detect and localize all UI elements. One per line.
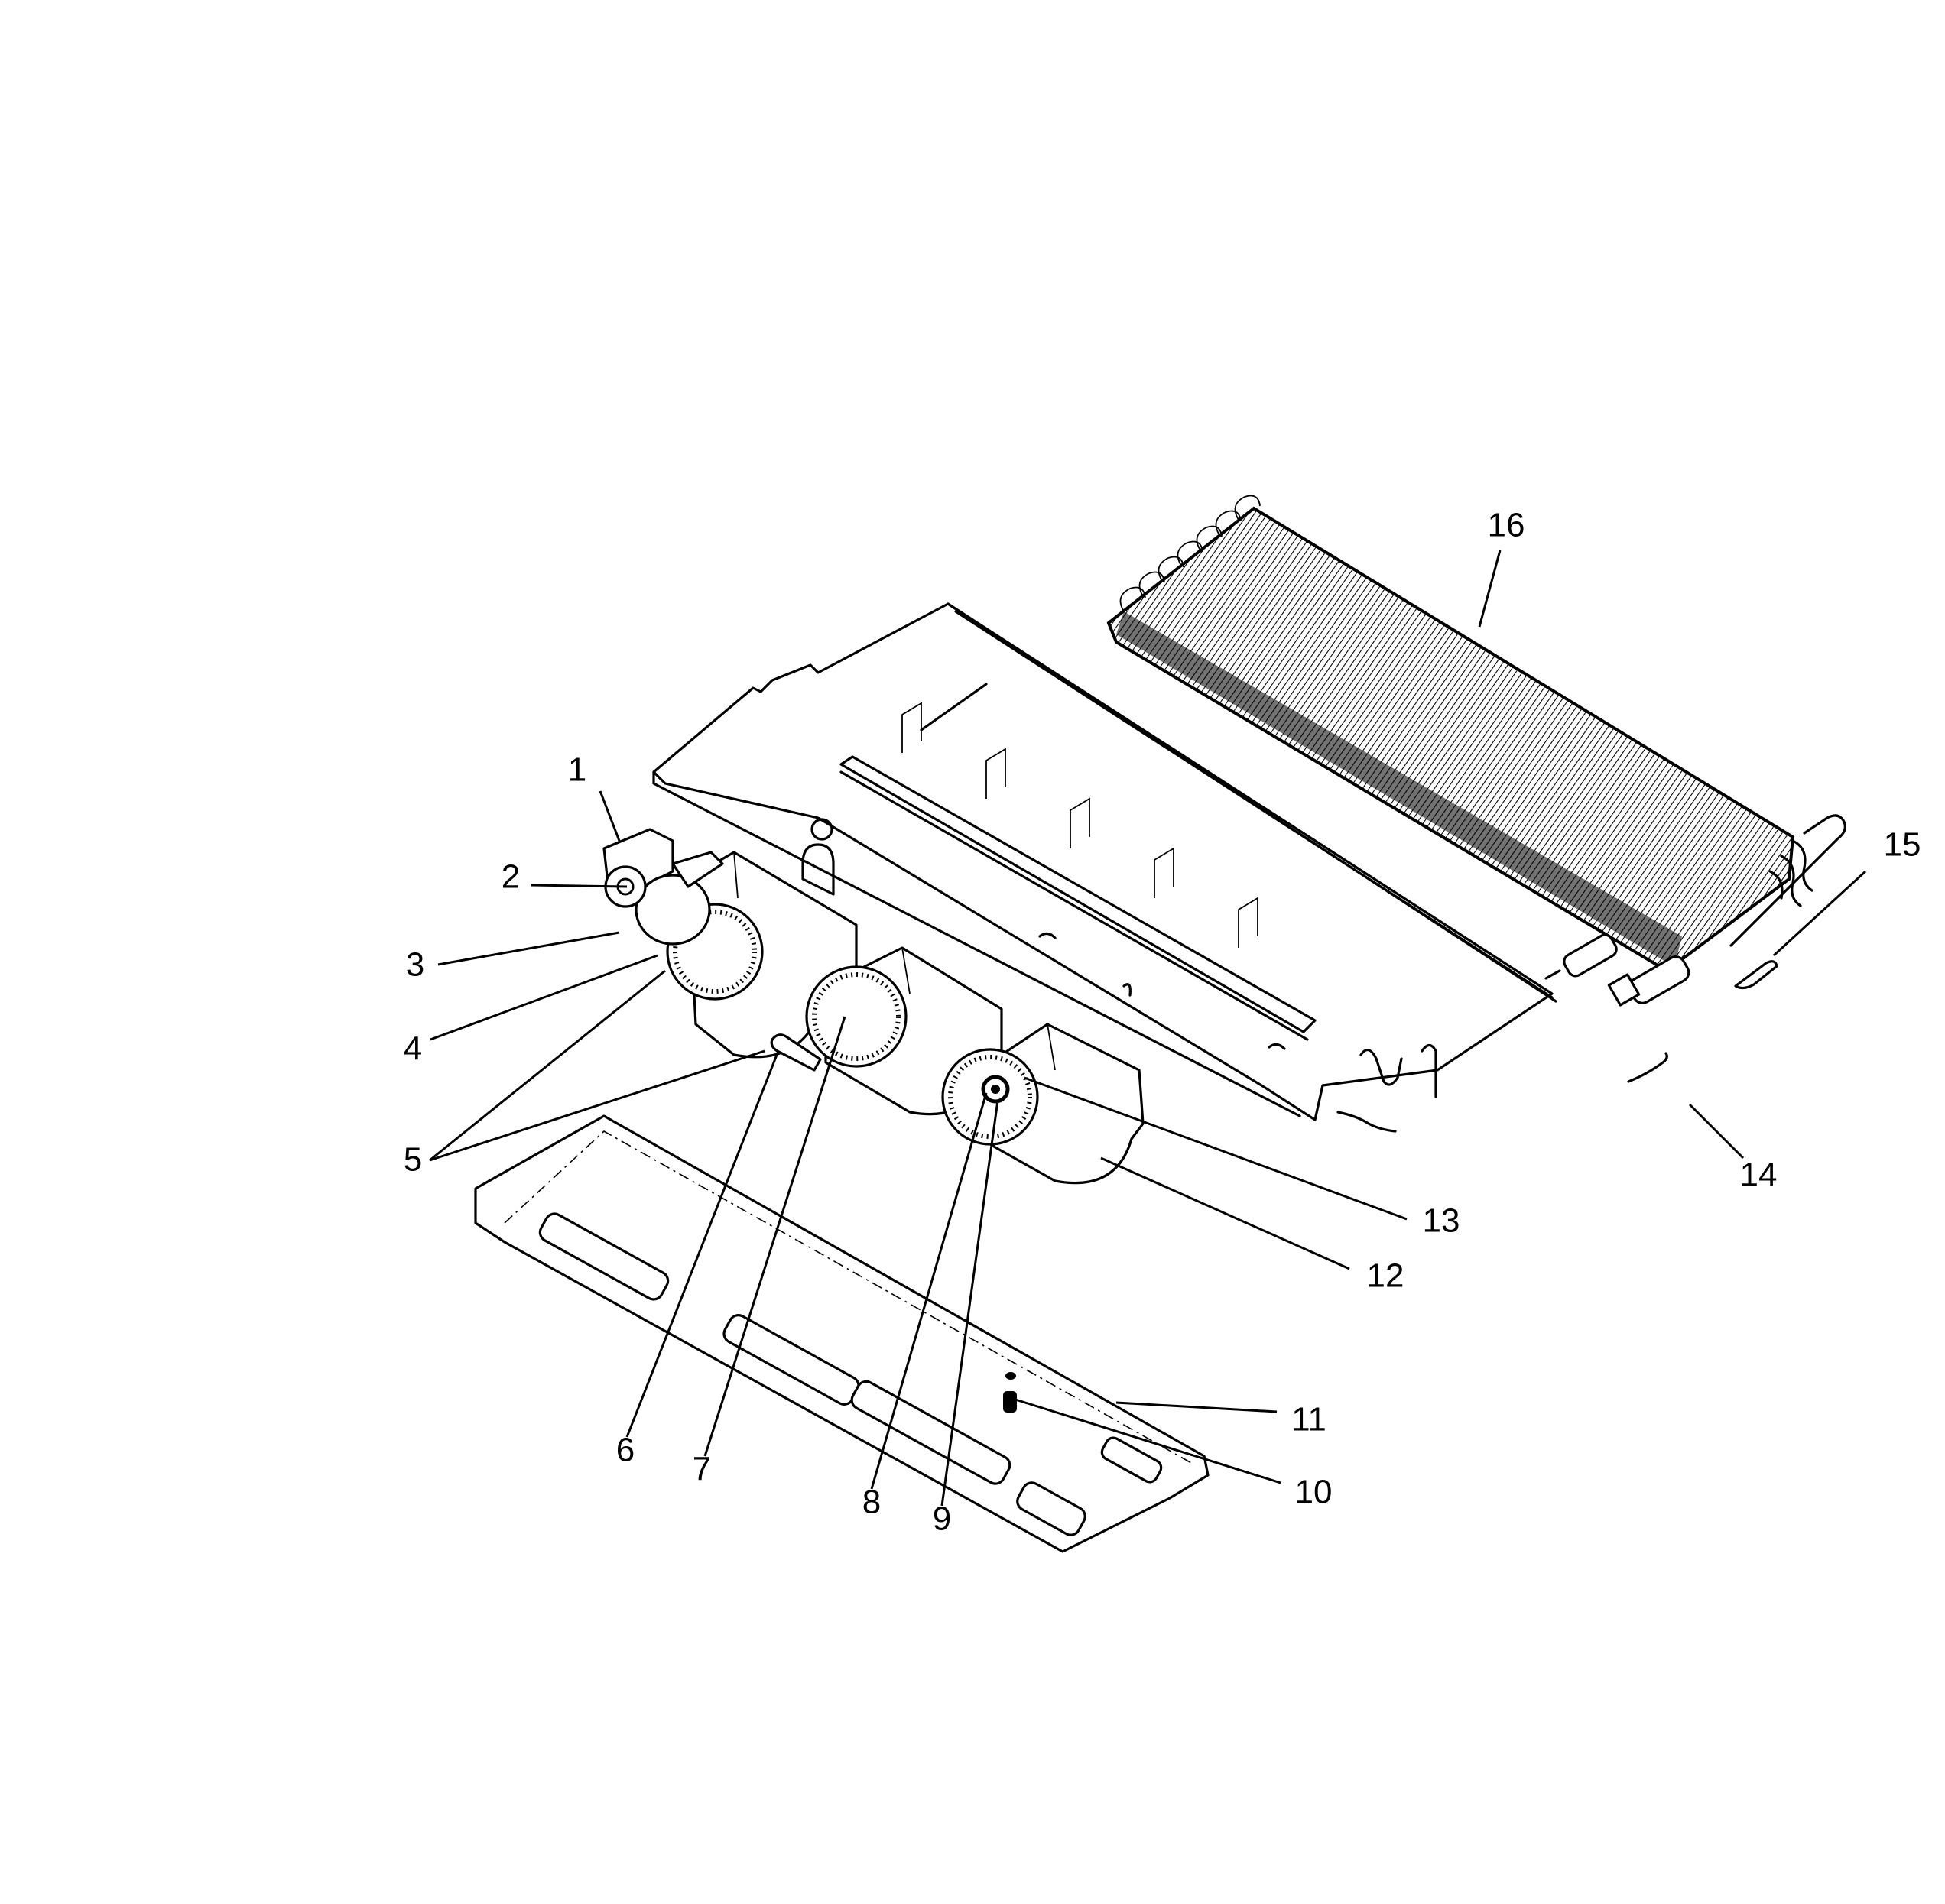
callout-10: 10 <box>1295 1474 1333 1511</box>
callout-3: 3 <box>406 946 424 984</box>
callout-1: 1 <box>568 751 586 789</box>
blower-assembly <box>602 828 1145 1185</box>
evaporator-coil <box>1106 495 1846 1007</box>
callout-8: 8 <box>862 1484 881 1521</box>
chassis-panel <box>652 602 1557 1121</box>
callout-14: 14 <box>1740 1156 1778 1194</box>
callout-6: 6 <box>616 1432 635 1469</box>
callout-4: 4 <box>404 1030 422 1068</box>
callout-2: 2 <box>502 858 520 896</box>
drain-pan <box>474 1052 1668 1553</box>
callout-12: 12 <box>1367 1257 1404 1295</box>
fan-motor <box>602 828 724 946</box>
callout-13: 13 <box>1423 1202 1460 1240</box>
callout-11: 11 <box>1291 1401 1326 1439</box>
callout-5: 5 <box>404 1141 422 1179</box>
callout-15: 15 <box>1884 826 1921 864</box>
callout-7: 7 <box>693 1451 711 1488</box>
leader-lines <box>429 550 1867 1507</box>
callout-9: 9 <box>933 1500 951 1538</box>
callout-16: 16 <box>1488 507 1525 544</box>
callout-labels: 1 2 3 4 5 6 7 8 9 10 11 12 13 14 15 16 <box>404 507 1921 1538</box>
